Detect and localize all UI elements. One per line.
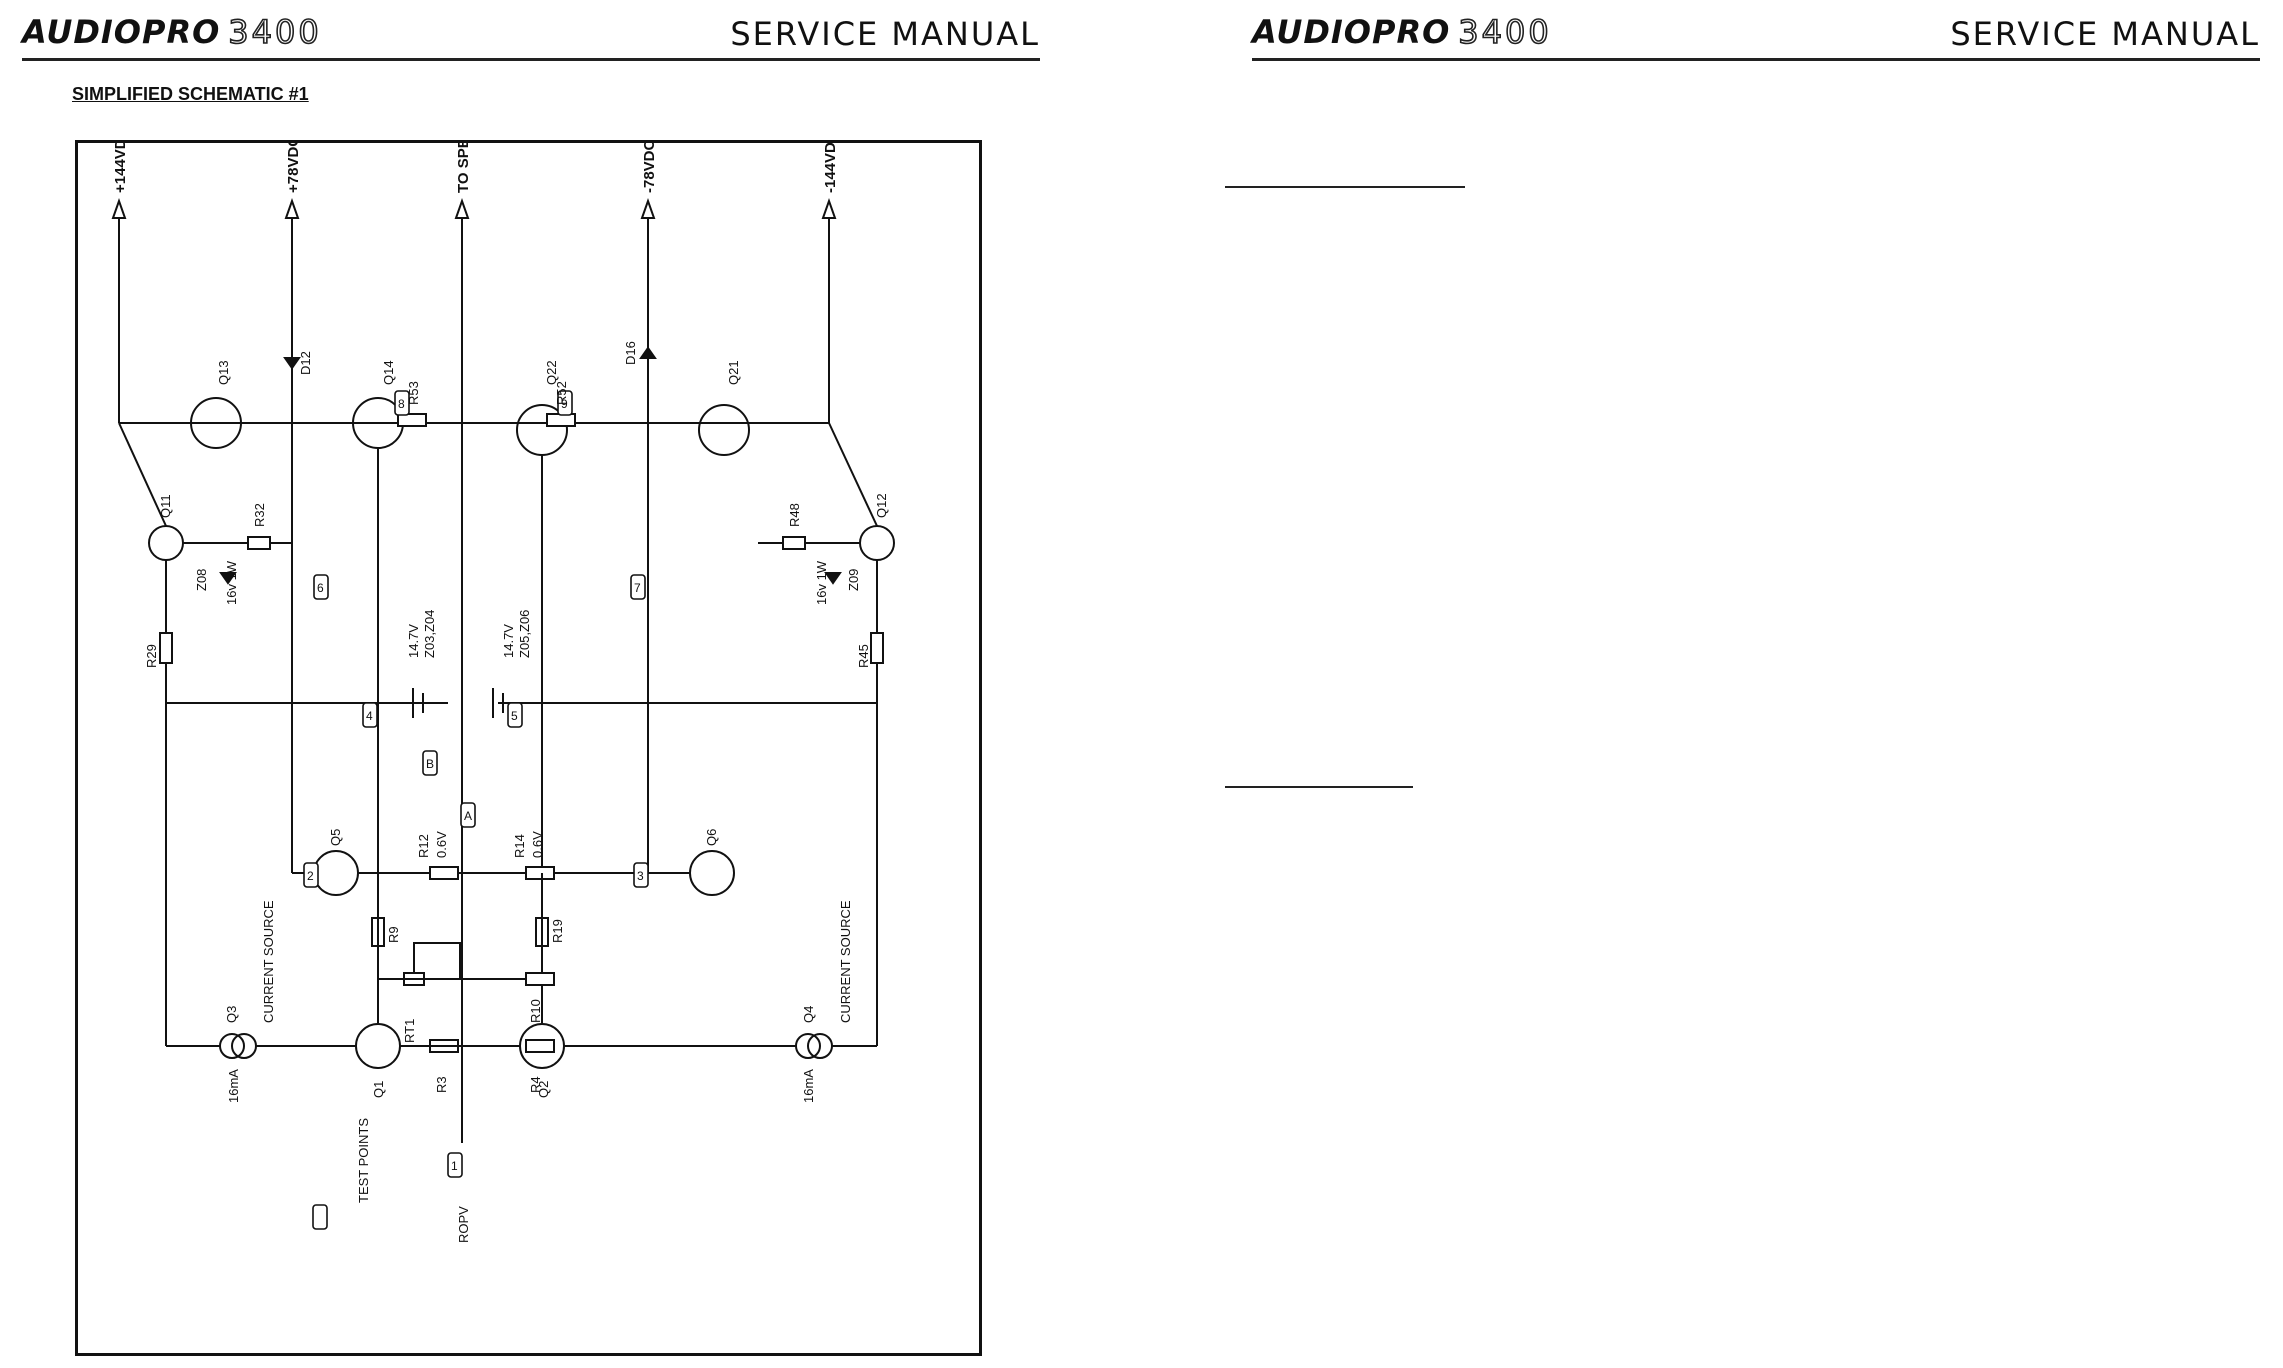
label-q2: Q2 [536, 1081, 551, 1098]
tp-b: B [426, 757, 434, 771]
manual-title: SERVICE MANUAL [1950, 15, 2260, 53]
tp-2: 2 [307, 869, 314, 883]
label-q22: Q22 [544, 360, 559, 385]
label-r14-voltage: 0.6V [530, 831, 545, 858]
label-q6: Q6 [704, 829, 719, 846]
label-r12-voltage: 0.6V [434, 831, 449, 858]
label-q5: Q5 [328, 829, 343, 846]
label-r32: R32 [252, 503, 267, 527]
label-r3: R3 [434, 1076, 449, 1093]
label-z08-rating: 16v 1W [224, 560, 239, 605]
tp-9: 9 [561, 397, 568, 411]
label-r14: R14 [512, 834, 527, 858]
label-r4: R4 [528, 1076, 543, 1093]
label-r9: R9 [386, 926, 401, 943]
tp-8: 8 [398, 397, 405, 411]
label-r52: R52 [554, 381, 569, 405]
section-title: SIMPLIFIED SCHEMATIC #1 [72, 84, 309, 104]
schematic-diagram: +144VDC +78VDC TO SPEAKER -78VDC -144VDC [111, 143, 895, 1243]
tp-5: 5 [511, 709, 518, 723]
label-z08: Z08 [194, 569, 209, 591]
label-q21: Q21 [726, 360, 741, 385]
label-z09: Z09 [846, 569, 861, 591]
label-d12: D12 [298, 351, 313, 375]
tp-1: 1 [451, 1159, 458, 1173]
label-rt1: RT1 [402, 1019, 417, 1043]
label-r29: R29 [144, 644, 159, 668]
label-current-source-left: CURRENT SOURCE [261, 900, 276, 1023]
schematic-frame: +144VDC +78VDC TO SPEAKER -78VDC -144VDC [75, 140, 982, 1356]
label-q14: Q14 [381, 360, 396, 385]
label-q11: Q11 [158, 494, 173, 518]
rail-label-neg78: -78VDC [641, 143, 658, 193]
label-r45: R45 [856, 644, 871, 668]
label-r12: R12 [416, 834, 431, 858]
label-r10: R10 [528, 999, 543, 1023]
rail-arrows [111, 197, 837, 463]
label-q12: Q12 [874, 493, 889, 518]
tp-a: A [464, 809, 472, 823]
rail-label-pos144: +144VDC [112, 143, 129, 193]
model-number: 3400 [1457, 12, 1552, 52]
label-z0304: Z03,Z04 [422, 610, 437, 658]
label-q13: Q13 [216, 360, 231, 385]
label-r19: R19 [550, 919, 565, 943]
label-current-right: 16mA [801, 1069, 816, 1103]
model-number: 3400 [227, 12, 322, 52]
tp-3: 3 [637, 869, 644, 883]
label-q4: Q4 [801, 1006, 816, 1023]
blank-heading-rule [1225, 786, 1413, 788]
label-current-left: 16mA [226, 1069, 241, 1103]
label-r53: R53 [406, 381, 421, 405]
blank-heading-rule [1225, 186, 1465, 188]
manual-title: SERVICE MANUAL [730, 15, 1040, 53]
label-z0506: Z05,Z06 [517, 610, 532, 658]
label-r48: R48 [787, 503, 802, 527]
label-q1: Q1 [371, 1081, 386, 1098]
label-z09-rating: 16v 1W [814, 560, 829, 605]
rail-label-pos78: +78VDC [285, 143, 302, 193]
tp-6: 6 [317, 581, 324, 595]
label-current-source-right: CURRENT SOURCE [838, 900, 853, 1023]
tp-7: 7 [634, 581, 641, 595]
label-test-points: TEST POINTS [356, 1118, 371, 1203]
label-input: ROPV [456, 1206, 471, 1243]
label-z0304-voltage: 14.7V [406, 624, 421, 658]
brand-name: AUDIOPRO [1252, 13, 1451, 51]
rail-label-neg144: -144VDC [822, 143, 839, 193]
brand-name: AUDIOPRO [22, 13, 221, 51]
label-q3: Q3 [224, 1006, 239, 1023]
label-d16: D16 [623, 341, 638, 365]
tp-4: 4 [366, 709, 373, 723]
label-z0506-voltage: 14.7V [501, 624, 516, 658]
rail-label-speaker: TO SPEAKER [455, 143, 472, 193]
